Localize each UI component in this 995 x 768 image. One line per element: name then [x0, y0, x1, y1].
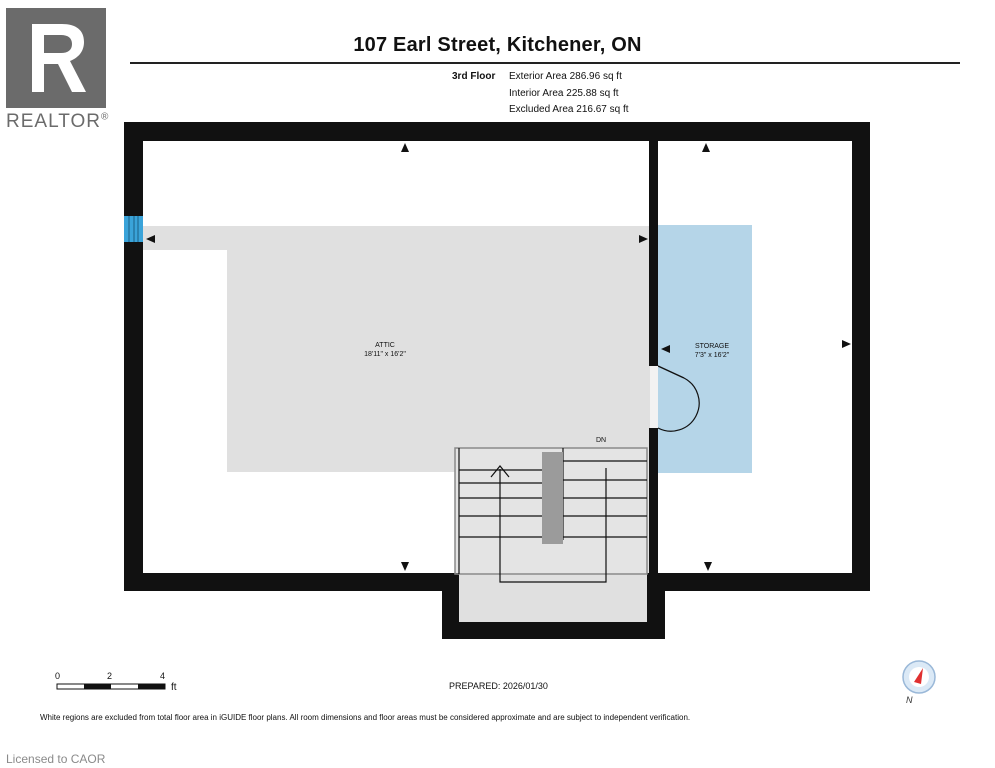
wall-bottom-right [647, 573, 870, 591]
stair-landing [459, 572, 647, 624]
attic-area [143, 226, 650, 472]
room-dimensions: 18'11" x 16'2" [364, 351, 406, 358]
licensed-watermark: Licensed to CAOR [6, 752, 106, 766]
disclaimer: White regions are excluded from total fl… [40, 713, 691, 722]
room-name: STORAGE [694, 343, 730, 350]
wall-left [124, 122, 143, 591]
realtor-wordmark-text: REALTOR [6, 111, 101, 132]
scale-bar [56, 683, 166, 690]
room-dimensions: 7'3" x 16'2" [694, 352, 730, 359]
interior-area: Interior Area 225.88 sq ft [509, 88, 619, 99]
realtor-registered-mark: ® [101, 111, 110, 123]
floor-label: 3rd Floor [452, 71, 496, 82]
stair-down-label: DN [596, 437, 607, 444]
wall-bump-bottom [442, 622, 665, 639]
room-label-storage: STORAGE 7'3" x 16'2" [672, 342, 752, 360]
page-title: 107 Earl Street, Kitchener, ON [353, 34, 642, 56]
dimension-arrows [146, 143, 851, 571]
wall-right [852, 122, 870, 591]
wall-bottom-left [124, 573, 459, 591]
room-name: ATTIC [375, 342, 395, 349]
wall-partition-lower [649, 428, 658, 574]
scale-tick-4: 4 [160, 671, 166, 681]
realtor-wordmark: REALTOR® [6, 111, 109, 133]
compass-icon [902, 660, 936, 694]
compass-label: N [906, 695, 913, 705]
scale-tick-2: 2 [107, 671, 113, 681]
wall-partition-upper [649, 140, 658, 366]
scale-tick-0: 0 [55, 671, 61, 681]
room-label-attic: ATTIC 18'11" x 16'2" [340, 341, 430, 359]
stair-rail [542, 452, 563, 544]
wall-top [124, 122, 870, 141]
exterior-area: Exterior Area 286.96 sq ft [509, 71, 622, 82]
excluded-area: Excluded Area 216.67 sq ft [509, 104, 629, 115]
scale-unit: ft [171, 682, 177, 693]
prepared-date: PREPARED: 2026/01/30 [449, 681, 548, 691]
door-swing [650, 365, 700, 432]
realtor-logo-icon [6, 8, 106, 108]
